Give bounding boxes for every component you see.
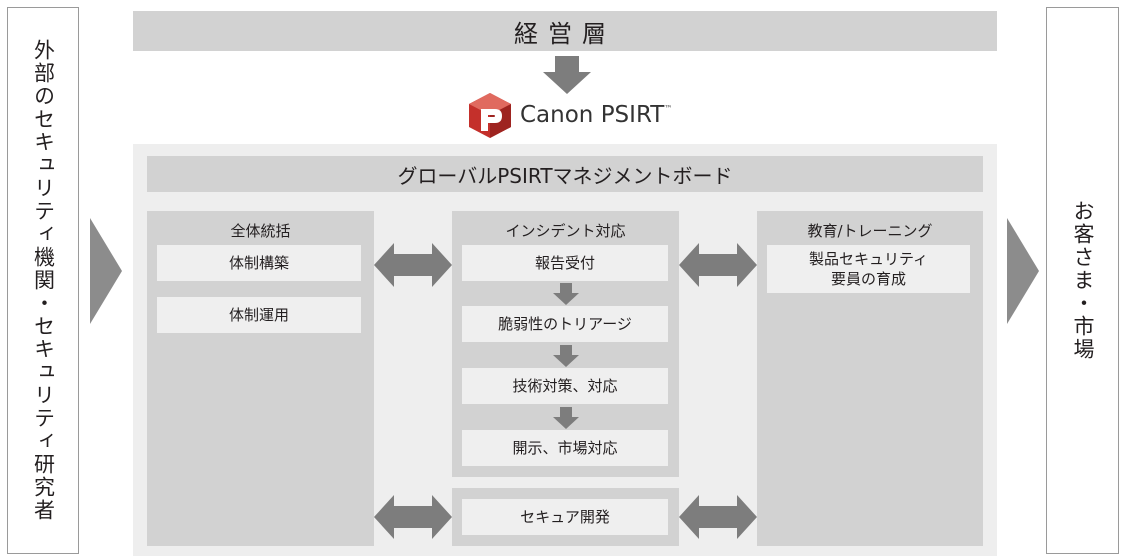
- management-banner: 経営層: [133, 11, 997, 51]
- incident-step-countermeasure: 技術対策、対応: [462, 368, 668, 404]
- education-title: 教育/トレーニング: [807, 222, 933, 240]
- incident-step-disclosure: 開示、市場対応: [462, 430, 668, 466]
- psirt-cube-icon: [469, 93, 511, 138]
- external-researchers-label: 外部のセキュリティ機関・セキュリティ研究者: [31, 39, 56, 522]
- incident-step-receive: 報告受付: [462, 245, 668, 281]
- secure-dev-label: セキュア開発: [462, 499, 668, 535]
- incident-step-triage: 脆弱性のトリアージ: [462, 306, 668, 342]
- governance-item-build: 体制構築: [157, 245, 361, 281]
- step-down-arrow-icon: [553, 407, 579, 429]
- down-arrow-icon: [543, 56, 591, 94]
- incident-title: インシデント対応: [505, 222, 626, 240]
- external-researchers-box: 外部のセキュリティ機関・セキュリティ研究者: [7, 7, 79, 554]
- double-arrow-icon: [679, 243, 757, 287]
- management-label: 経営層: [514, 19, 616, 48]
- canon-psirt-logo: Canon PSIRT ™: [468, 91, 678, 139]
- double-arrow-icon: [679, 495, 757, 539]
- global-board-label: グローバルPSIRTマネジメントボード: [397, 163, 733, 188]
- customers-market-box: お客さま・市場: [1046, 7, 1119, 554]
- double-arrow-icon: [374, 495, 452, 539]
- governance-title: 全体統括: [230, 222, 291, 240]
- double-arrow-icon: [374, 243, 452, 287]
- step-down-arrow-icon: [553, 283, 579, 305]
- global-board-banner: グローバルPSIRTマネジメントボード: [147, 156, 983, 192]
- chevron-right-right-icon: [1007, 218, 1039, 324]
- logo-text: Canon PSIRT: [520, 102, 665, 128]
- chevron-right-left-icon: [90, 218, 122, 324]
- governance-item-operate: 体制運用: [157, 297, 361, 333]
- step-down-arrow-icon: [553, 345, 579, 367]
- customers-market-label: お客さま・市場: [1071, 200, 1095, 361]
- education-item-training: 製品セキュリティ 要員の育成: [767, 245, 970, 293]
